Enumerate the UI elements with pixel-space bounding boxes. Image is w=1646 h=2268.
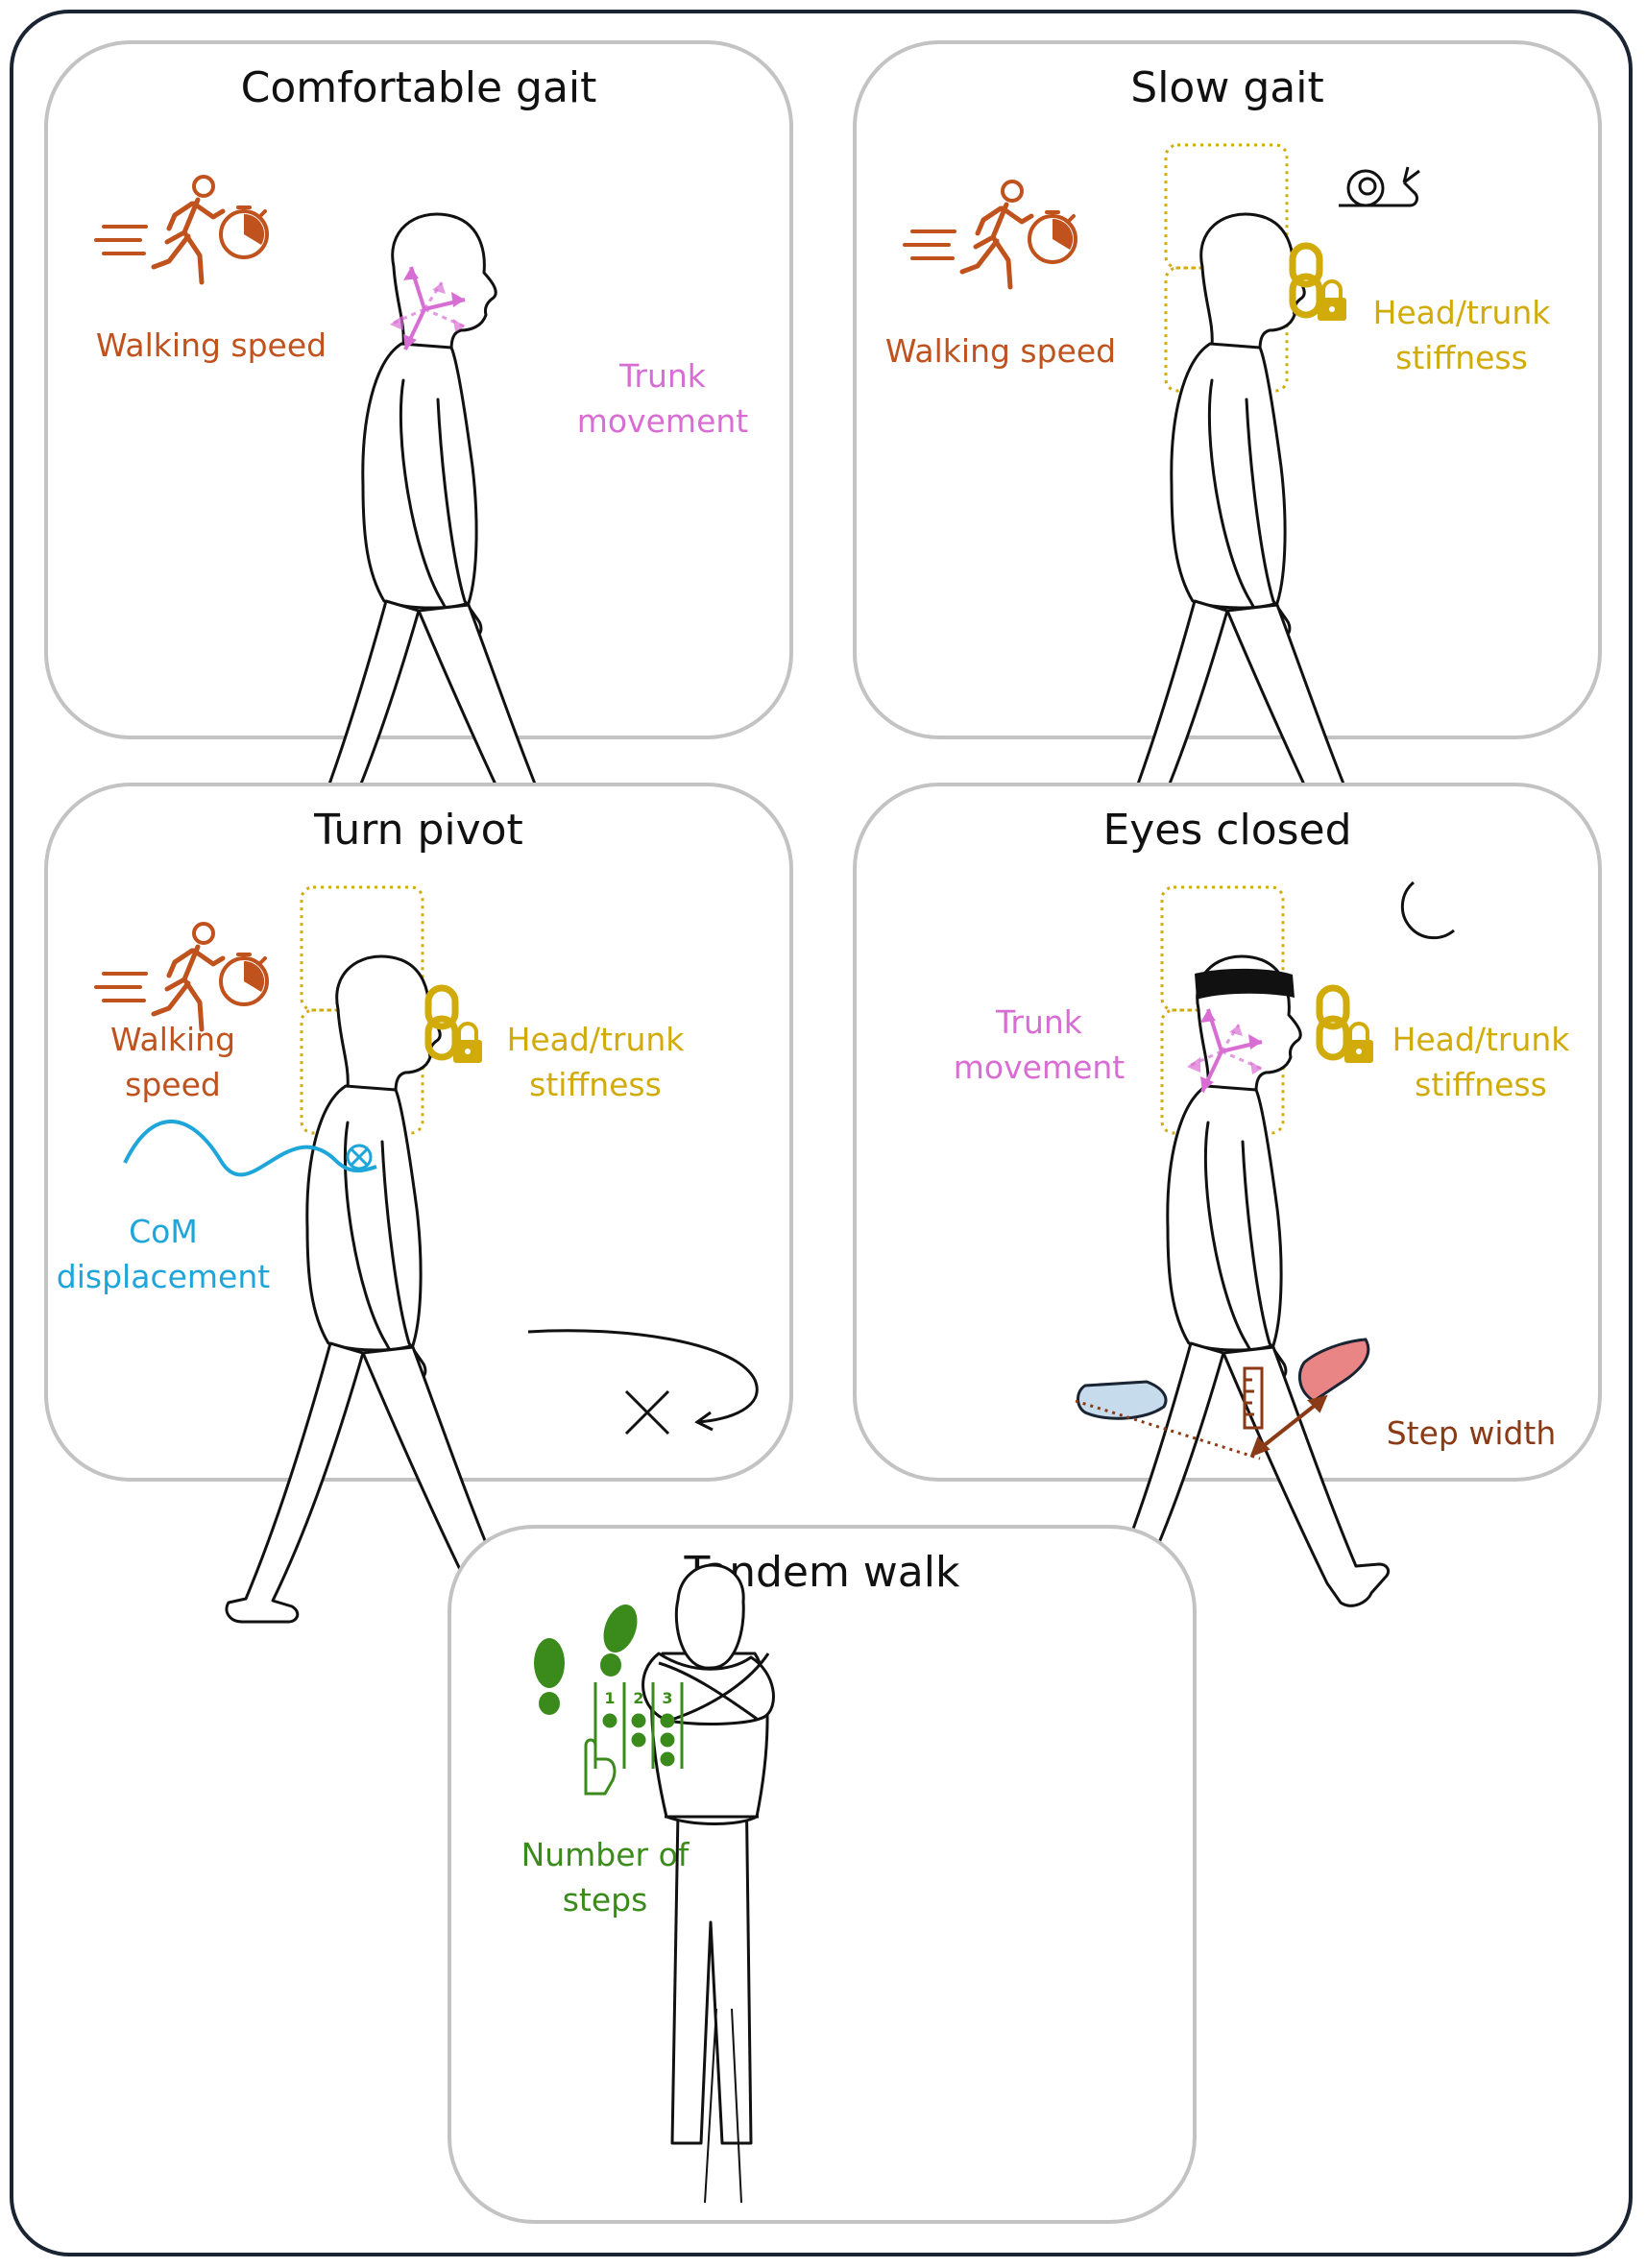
front-foot (1297, 1338, 1370, 1403)
head-box (1160, 885, 1285, 1012)
footprints-icon (534, 1604, 638, 1715)
standing-person (641, 1563, 775, 2145)
panel-tandem-walk: Tandem walk 1 2 3 N (448, 1525, 1197, 2224)
panel-comfortable-gait: Comfortable gait Walking speed Trunk mov… (44, 40, 793, 881)
panel-title: Turn pivot (314, 806, 523, 855)
turn-path (527, 1329, 759, 1424)
chain-lock-icon (1319, 988, 1373, 1063)
steps-label-line2: steps (562, 1881, 648, 1918)
step-counter-icon (584, 1682, 684, 1796)
step-width-label: Step width (1386, 1414, 1557, 1452)
trunk-movement-label-line2: movement (953, 1049, 1126, 1086)
walking-speed-label-line1: Walking (109, 1021, 236, 1058)
walking-speed-label-line2: speed (125, 1066, 221, 1103)
stiffness-label-line1: Head/trunk (1372, 294, 1551, 331)
blindfold (1195, 968, 1295, 1000)
figure-frame (10, 10, 1633, 2256)
svg-text:2: 2 (633, 1689, 643, 1707)
stiffness-label-line1: Head/trunk (1392, 1021, 1570, 1058)
panel-turn-pivot: Turn pivot Walking speed Head/trunk stif… (44, 783, 793, 1624)
trunk-movement-label-line1: Trunk (996, 1003, 1082, 1041)
snail-icon (1339, 166, 1420, 207)
panel-title: Slow gait (1130, 63, 1324, 112)
steps-label-line1: Number of (520, 1836, 690, 1873)
tandem-walk-illustration: 1 2 3 (534, 1563, 775, 2204)
panel-title: Comfortable gait (240, 63, 597, 112)
walking-speed-label: Walking speed (884, 332, 1117, 370)
svg-text:3: 3 (662, 1689, 672, 1707)
chain-lock-icon (1293, 246, 1346, 321)
chain-lock-icon (428, 988, 482, 1063)
eyes-closed-illustration (1075, 881, 1455, 1624)
turn-arrowhead (694, 1411, 714, 1432)
runner-stopwatch-icon (96, 177, 267, 282)
slow-gait-illustration (857, 143, 1420, 881)
panel-title: Eyes closed (1102, 806, 1352, 855)
trunk-movement-label-line2: movement (576, 402, 749, 440)
ruler-icon (1243, 1366, 1264, 1430)
head-box (300, 885, 424, 1012)
stiffness-label-line2: stiffness (529, 1066, 662, 1103)
com-label-line2: displacement (56, 1258, 271, 1295)
back-foot (1077, 1380, 1168, 1420)
svg-text:1: 1 (604, 1689, 615, 1707)
turn-pivot-illustration (48, 885, 759, 1624)
stiffness-label-line1: Head/trunk (506, 1021, 685, 1058)
crescent-moon-icon (1400, 881, 1455, 940)
head-box (1164, 143, 1289, 270)
runner-stopwatch-icon (96, 924, 267, 1029)
com-displacement-curve (123, 1120, 377, 1177)
com-marker-icon (346, 1144, 373, 1170)
trunk-movement-label-line1: Trunk (619, 357, 706, 395)
panel-eyes-closed: Eyes closed Trunk movement Head/trunk st… (853, 783, 1602, 1624)
runner-stopwatch-icon (905, 181, 1076, 287)
stiffness-label-line2: stiffness (1395, 339, 1528, 376)
com-label-line1: CoM (129, 1213, 198, 1250)
cross-target-icon (624, 1389, 670, 1436)
panel-slow-gait: Slow gait Walking speed Head/trunk stiff… (853, 40, 1602, 881)
walking-speed-label: Walking speed (95, 326, 327, 364)
stiffness-label-line2: stiffness (1415, 1066, 1547, 1103)
